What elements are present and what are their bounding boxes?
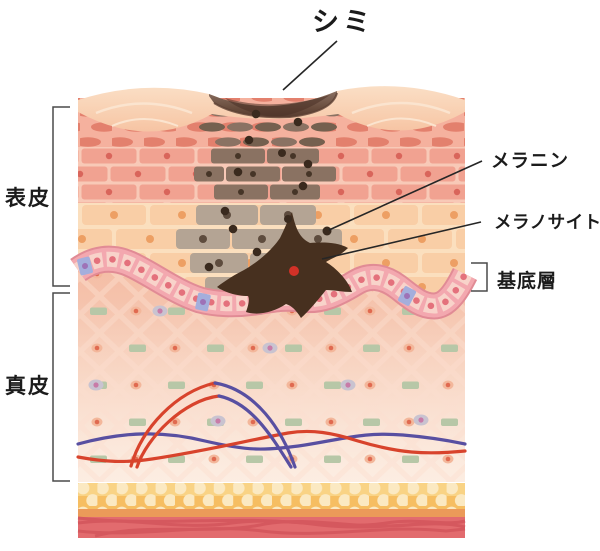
prickle-layer-pink-bricks (78, 147, 465, 203)
age-spot-rim (213, 92, 338, 119)
pointer-line-melanin (328, 160, 483, 231)
label-epidermis: 表皮 (5, 186, 51, 210)
age-spot (209, 91, 338, 119)
capillary-loop-blue-outer (213, 381, 297, 469)
basal-stem-cells-blue (77, 256, 417, 312)
bracket-epidermis (52, 106, 70, 287)
melanocyte-cell (217, 212, 352, 318)
blood-vessels (76, 381, 467, 469)
red-vessel-wave (76, 429, 467, 464)
muscle-fibers (77, 516, 466, 538)
corneum-lamellae (95, 101, 451, 127)
capillary-loop-blue-inner (217, 394, 293, 469)
label-dermis: 真皮 (5, 374, 51, 398)
pointer-line-spot (282, 40, 338, 91)
dermis-fibroblast-ovals (88, 305, 429, 427)
label-melanocyte: メラノサイト (494, 213, 600, 233)
bracket-dermis (52, 292, 70, 482)
dermis-layer (76, 259, 467, 482)
bracket-basal-layer (471, 262, 488, 292)
capillary-loop-red-inner (135, 394, 221, 469)
basal-layer-band (77, 256, 465, 311)
muscle-layer (77, 516, 466, 538)
label-spot: シミ (312, 7, 374, 38)
label-melanin: メラニン (491, 151, 569, 172)
age-spot-body (209, 91, 337, 118)
pigmented-pink-bricks (194, 148, 336, 200)
melanocyte-body (217, 212, 352, 318)
capillary-loop-red-outer (129, 381, 217, 468)
label-basal-layer: 基底層 (496, 269, 557, 292)
age-spot-shadow (225, 95, 330, 117)
subcutaneous-fat-layer (78, 483, 465, 509)
fat-muscle-boundary-band (78, 509, 465, 517)
melanin-granule-pointed (322, 226, 332, 236)
diagram-labels: シミ メラニン メラノサイト 基底層 表皮 真皮 (5, 7, 600, 398)
pointer-line-melanocyte (321, 221, 482, 260)
annotations (52, 40, 488, 482)
melanocyte-nucleus (289, 266, 299, 276)
melanin-granules (204, 109, 332, 272)
